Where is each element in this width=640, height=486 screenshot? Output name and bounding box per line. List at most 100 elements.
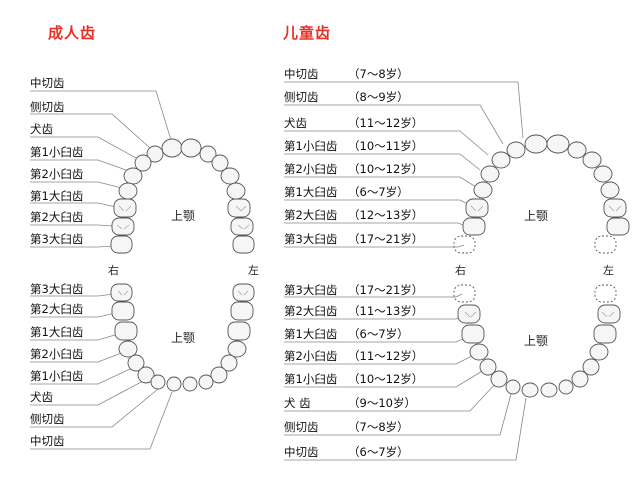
tooth-upper-r2 xyxy=(146,145,164,163)
child-right-label: 右 xyxy=(455,264,466,277)
tooth-upper-r7 xyxy=(111,217,135,236)
child-lower-leader-second-molar xyxy=(284,314,467,320)
child-lower-age-central-incisor: （6～7岁） xyxy=(348,445,409,459)
child-lower-label-second-premolar: 第2小臼齿 xyxy=(284,349,338,363)
adult-upper-label-first-premolar: 第1小臼齿 xyxy=(30,145,84,159)
adult-lower-label-second-premolar: 第2小臼齿 xyxy=(30,347,84,361)
adult-lower-label-third-molar: 第3大臼齿 xyxy=(30,282,84,296)
adult-upper-leader-first-premolar xyxy=(30,159,127,171)
child-upper-leader-third-molar xyxy=(284,244,465,248)
adult-upper-jaw-label: 上颚 xyxy=(171,209,196,223)
tooth-upper-r1 xyxy=(161,138,183,158)
adult-lower-leader-second-molar xyxy=(30,312,117,318)
adult-upper-label-central-incisor: 中切齿 xyxy=(30,76,65,90)
adult-upper-leader-first-molar xyxy=(30,202,117,208)
adult-lower-label-central-incisor: 中切齿 xyxy=(30,434,65,448)
tooth-upper-l1 xyxy=(180,138,202,158)
adult-lower-label-lateral-incisor: 侧切齿 xyxy=(30,412,65,426)
adult-upper-label-first-molar: 第1大臼齿 xyxy=(30,189,84,203)
adult-lower-label-second-molar: 第2大臼齿 xyxy=(30,302,84,316)
adult-lower-leader-third-molar xyxy=(30,293,115,297)
adult-lower-leader-canine xyxy=(30,380,144,406)
adult-leader-lines xyxy=(30,90,173,450)
child-lower-jaw-label: 上颚 xyxy=(524,334,549,348)
adult-right-label: 右 xyxy=(108,264,119,277)
child-upper-leader-second-molar xyxy=(284,222,467,227)
child-lower-age-second-premolar: （11～12岁） xyxy=(348,349,424,363)
adult-lower-leader-second-premolar xyxy=(30,351,125,363)
child-upper-age-second-molar: （12～13岁） xyxy=(348,208,424,222)
adult-upper-leader-second-molar xyxy=(30,224,115,227)
child-lower-age-first-premolar: （10～12岁） xyxy=(348,372,424,386)
adult-teeth-title: 成人齿 xyxy=(48,24,97,42)
adult-upper-leader-canine xyxy=(30,136,137,159)
child-upper-leader-first-premolar xyxy=(284,153,481,171)
adult-upper-leader-second-premolar xyxy=(30,181,123,189)
child-upper-arch xyxy=(462,134,630,236)
child-upper-age-third-molar: （17～21岁） xyxy=(348,232,424,246)
child-upper-leader-central-incisor xyxy=(284,81,524,139)
tooth-crown-marks xyxy=(116,205,622,318)
child-teeth-title: 儿童齿 xyxy=(283,24,332,42)
tooth-upper-l8 xyxy=(232,235,255,254)
tooth-upper-l4 xyxy=(220,167,240,185)
child-upper-label-central-incisor: 中切齿 xyxy=(284,67,319,81)
adult-upper-leader-lateral-incisor xyxy=(30,113,151,149)
tooth-upper-r8 xyxy=(110,235,133,254)
tooth-upper-r4 xyxy=(123,167,143,185)
child-lower-age-third-molar: （17～21岁） xyxy=(348,283,424,297)
child-lower-label-lateral-incisor: 侧切齿 xyxy=(284,420,319,434)
child-lower-label-second-molar: 第2大臼齿 xyxy=(284,304,338,318)
tooth-upper-l7 xyxy=(230,217,254,236)
child-upper-label-second-molar: 第2大臼齿 xyxy=(284,208,338,222)
tooth-upper-r6 xyxy=(113,198,137,218)
adult-upper-arch xyxy=(110,138,255,254)
child-upper-label-lateral-incisor: 侧切齿 xyxy=(284,90,319,104)
child-lower-label-first-premolar: 第1小臼齿 xyxy=(284,372,338,386)
tooth-upper-l2 xyxy=(199,145,217,163)
child-lower-age-second-molar: （11～13岁） xyxy=(348,304,424,318)
child-lower-leader-second-premolar xyxy=(284,353,477,365)
child-lower-label-canine: 犬 齿 xyxy=(284,396,311,410)
child-upper-age-central-incisor: （7～8岁） xyxy=(348,67,409,81)
adult-lower-leader-first-premolar xyxy=(30,367,133,385)
adult-upper-leader-third-molar xyxy=(30,245,115,248)
child-upper-leader-lateral-incisor xyxy=(284,104,504,145)
adult-upper-label-lateral-incisor: 侧切齿 xyxy=(30,100,65,114)
tooth-upper-l3 xyxy=(211,154,229,172)
child-lower-leader-first-premolar xyxy=(284,369,485,388)
adult-upper-leader-central-incisor xyxy=(30,90,172,141)
child-lower-label-central-incisor: 中切齿 xyxy=(284,445,319,459)
adult-upper-label-second-premolar: 第2小臼齿 xyxy=(30,167,84,181)
child-upper-leader-second-premolar xyxy=(284,176,477,188)
child-lower-leader-central-incisor xyxy=(284,397,527,461)
child-upper-label-second-premolar: 第2小臼齿 xyxy=(284,162,338,176)
adult-lower-label-first-molar: 第1大臼齿 xyxy=(30,325,84,339)
child-upper-age-first-premolar: （10～11岁） xyxy=(348,139,424,153)
child-lower-age-canine: （9～10岁） xyxy=(348,396,416,410)
adult-lower-leader-first-molar xyxy=(30,333,119,341)
child-lower-third-molars xyxy=(453,284,617,303)
adult-lower-leader-central-incisor xyxy=(30,391,173,450)
adult-upper-label-second-molar: 第2大臼齿 xyxy=(30,210,84,224)
child-lower-age-lateral-incisor: （7～8岁） xyxy=(348,420,409,434)
child-lower-age-first-molar: （6～7岁） xyxy=(348,327,409,341)
child-upper-age-first-molar: （6～7岁） xyxy=(348,185,409,199)
child-leader-lines xyxy=(284,81,527,461)
child-upper-age-lateral-incisor: （8～9岁） xyxy=(348,90,409,104)
adult-lower-jaw-label: 上颚 xyxy=(171,331,196,345)
adult-lower-label-canine: 犬齿 xyxy=(30,390,53,404)
child-left-label: 左 xyxy=(603,264,614,277)
adult-upper-label-third-molar: 第3大臼齿 xyxy=(30,232,84,246)
child-upper-third-molars xyxy=(453,235,617,254)
tooth-upper-l5 xyxy=(226,182,246,200)
tooth-upper-l6 xyxy=(227,198,251,218)
child-upper-label-third-molar: 第3大臼齿 xyxy=(284,232,338,246)
child-upper-label-first-molar: 第1大臼齿 xyxy=(284,185,338,199)
child-lower-leader-third-molar xyxy=(284,293,463,298)
child-lower-leader-lateral-incisor xyxy=(284,393,512,436)
adult-lower-leader-lateral-incisor xyxy=(30,388,159,428)
child-upper-leader-first-molar xyxy=(284,199,471,206)
child-lower-label-first-molar: 第1大臼齿 xyxy=(284,327,338,341)
